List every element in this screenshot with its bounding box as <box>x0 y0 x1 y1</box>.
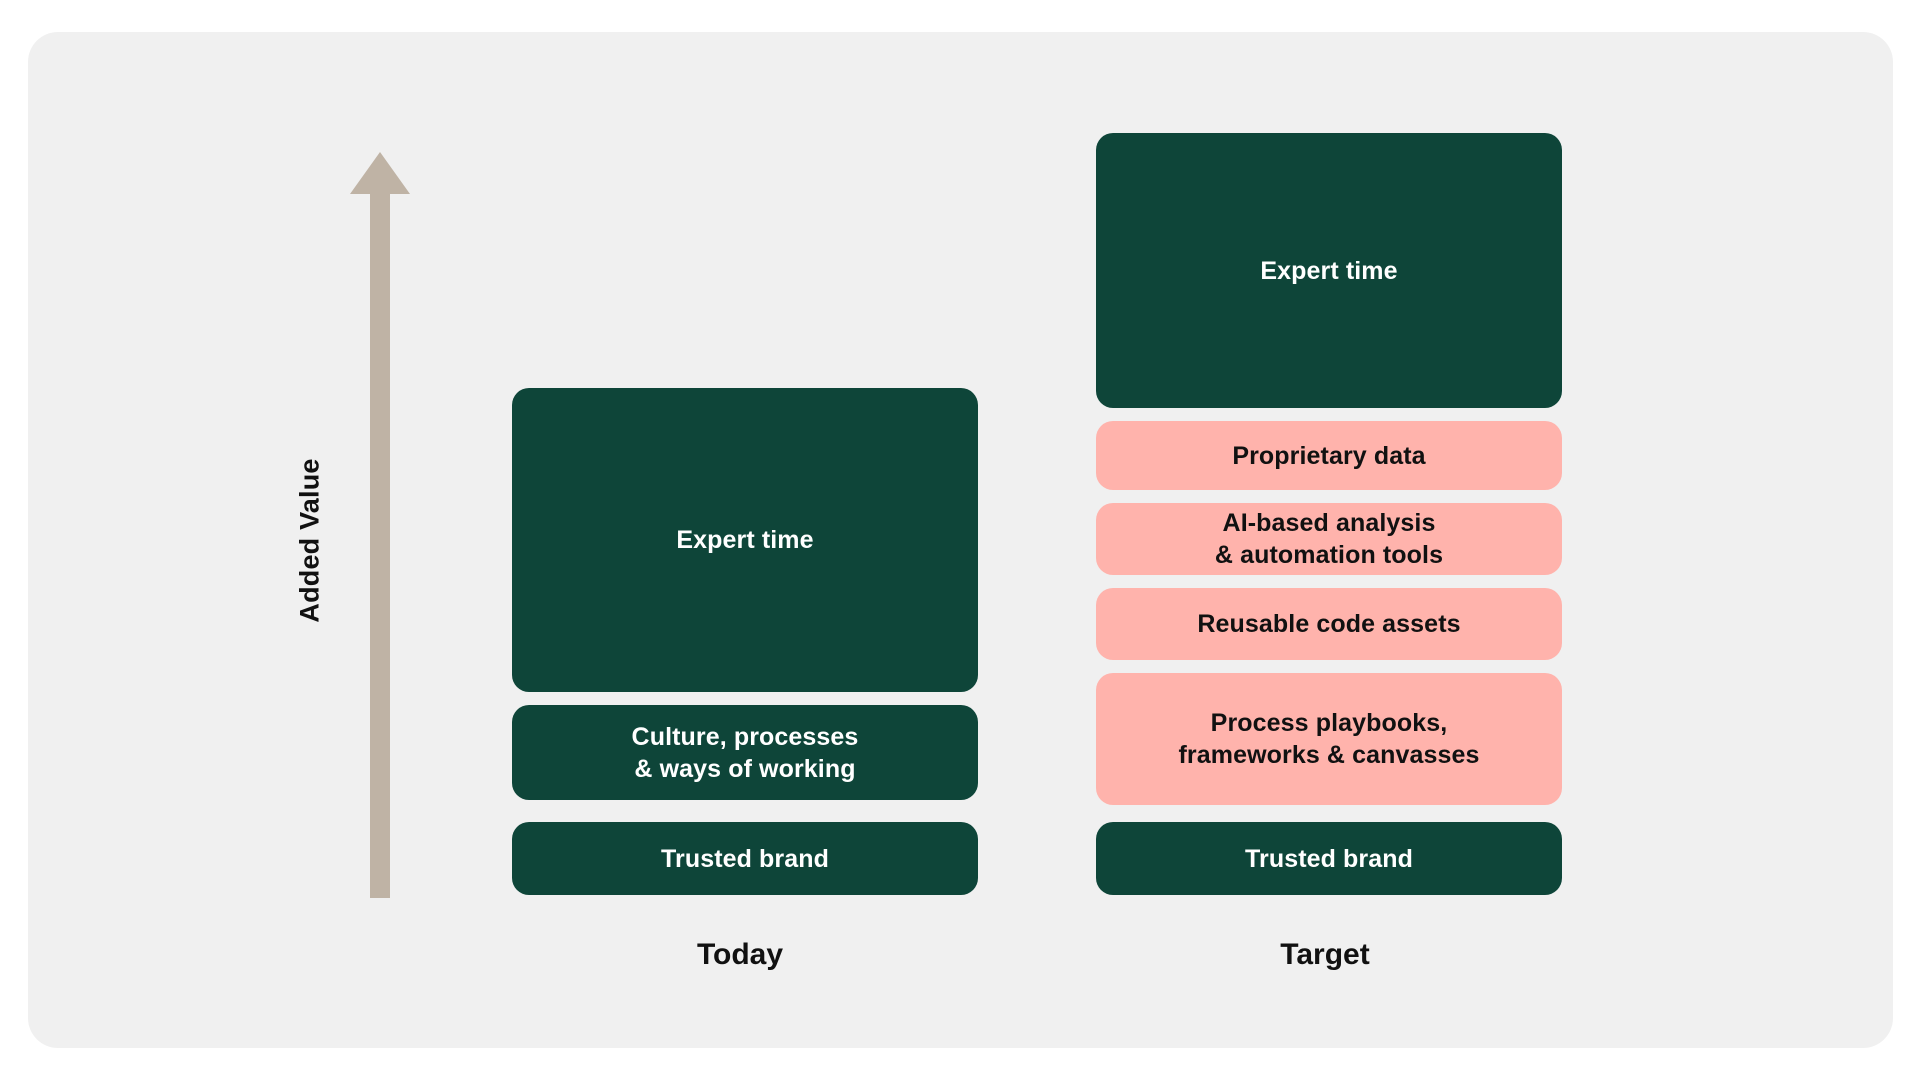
stack-block-today-0[interactable]: Expert time <box>512 388 978 692</box>
stack-block-target-4[interactable]: Process playbooks, frameworks & canvasse… <box>1096 673 1562 805</box>
stack-block-target-3[interactable]: Reusable code assets <box>1096 588 1562 660</box>
column-caption-today: Today <box>696 938 784 971</box>
stack-block-target-5[interactable]: Trusted brand <box>1096 822 1562 895</box>
stack-block-today-2[interactable]: Trusted brand <box>512 822 978 895</box>
stack-block-target-0[interactable]: Expert time <box>1096 133 1562 408</box>
arrow-up-icon <box>348 148 412 898</box>
stack-block-target-1[interactable]: Proprietary data <box>1096 421 1562 490</box>
stack-block-today-1[interactable]: Culture, processes & ways of working <box>512 705 978 800</box>
column-caption-target: Target <box>1280 938 1370 971</box>
y-axis-label: Added Value <box>270 420 350 660</box>
stack-block-target-2[interactable]: AI-based analysis & automation tools <box>1096 503 1562 575</box>
y-axis-label-text: Added Value <box>294 457 325 623</box>
